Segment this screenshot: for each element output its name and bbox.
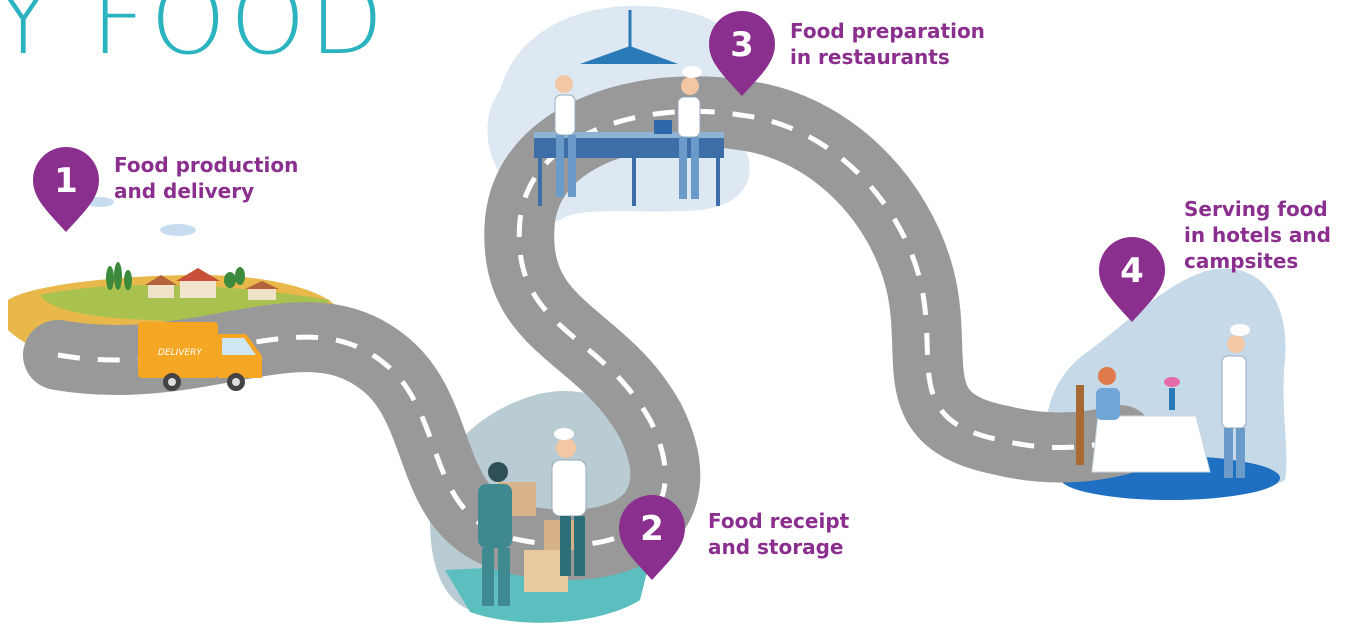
pin-2: 2 [619,495,685,580]
page-title: Y FOOD [0,0,388,76]
step-4-label: Serving food in hotels and campsites [1184,196,1331,274]
step-1-line-2: and delivery [114,179,255,203]
step-2-label: Food receipt and storage [708,508,849,560]
pin-2-number: 2 [640,509,664,549]
hotel-scene [1076,324,1250,478]
pin-3-number: 3 [730,25,754,65]
kitchen-scene [534,10,724,206]
pin-4: 4 [1099,237,1165,322]
step-2-line-2: and storage [708,535,844,559]
farm-trees [106,262,245,290]
step-2-line-1: Food receipt [708,509,850,533]
pin-1-number: 1 [54,161,78,201]
step-3-line-1: Food preparation [790,19,985,43]
step-4-line-3: campsites [1184,249,1299,273]
step-1-label: Food production and delivery [114,152,298,204]
pin-1: 1 [33,147,99,232]
truck-label: DELIVERY [158,348,203,358]
step-3-label: Food preparation in restaurants [790,18,985,70]
pin-4-number: 4 [1120,251,1144,291]
delivery-truck: DELIVERY [138,322,262,391]
farm-houses [145,268,279,300]
step-4-line-1: Serving food [1184,197,1328,221]
step-3-line-2: in restaurants [790,45,950,69]
pin-3: 3 [709,11,775,96]
step-1-line-1: Food production [114,153,299,177]
road-center-line [57,108,1121,548]
storage-scene [478,428,587,606]
step-4-line-2: in hotels and [1184,223,1331,247]
